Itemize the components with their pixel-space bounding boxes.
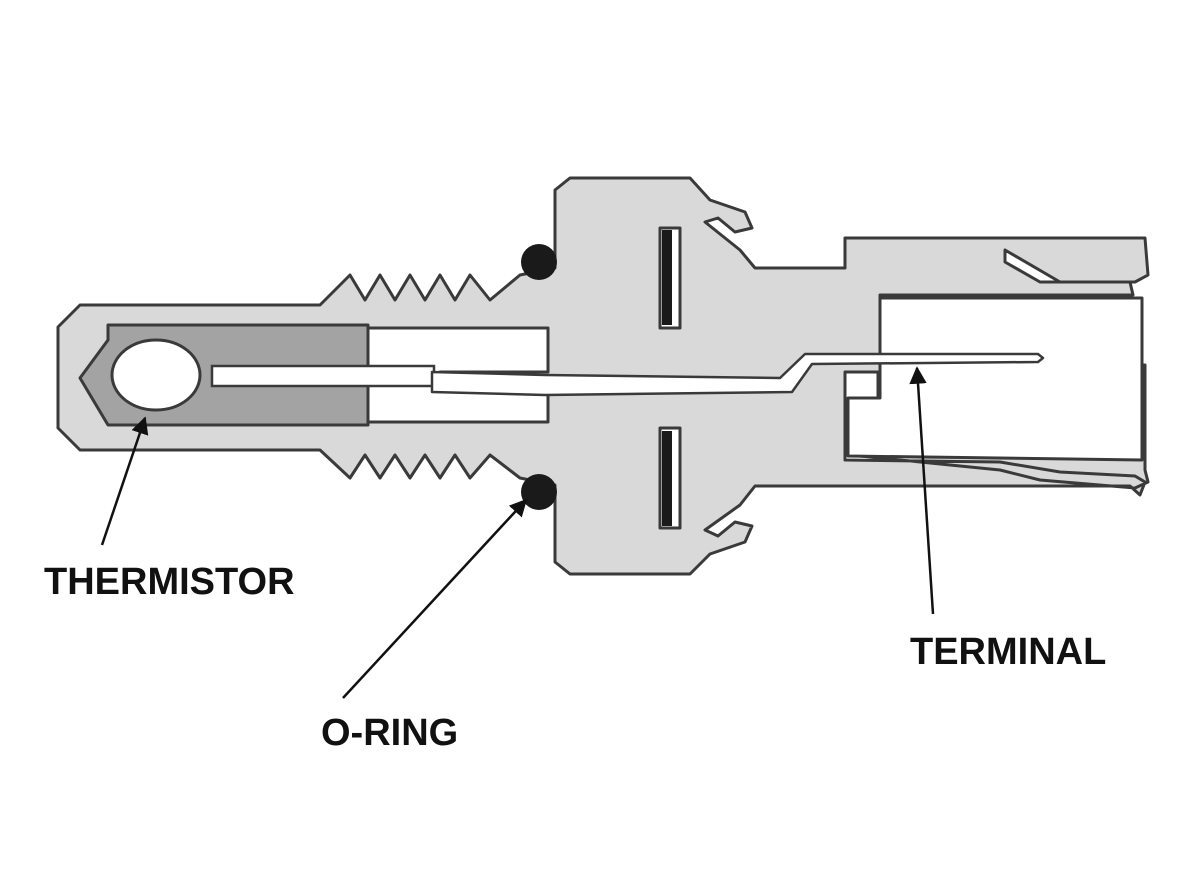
terminal-label: TERMINAL — [910, 631, 1106, 673]
thermistor-label: THERMISTOR — [44, 561, 295, 603]
lead-wire — [210, 364, 436, 388]
o-ring-label: O-RING — [321, 712, 458, 754]
terminal-cavity — [846, 296, 1144, 462]
thermistor-bead — [110, 338, 202, 412]
terminal-pin — [430, 352, 1045, 397]
inner-seal-upper — [662, 230, 672, 325]
o-ring-leader-line — [342, 498, 528, 699]
thermistor-leader-line — [100, 416, 149, 546]
o-ring-lower — [521, 474, 557, 510]
inner-seal-lower — [662, 431, 672, 526]
terminal-leader-line — [909, 366, 935, 615]
o-ring-upper — [521, 244, 557, 280]
